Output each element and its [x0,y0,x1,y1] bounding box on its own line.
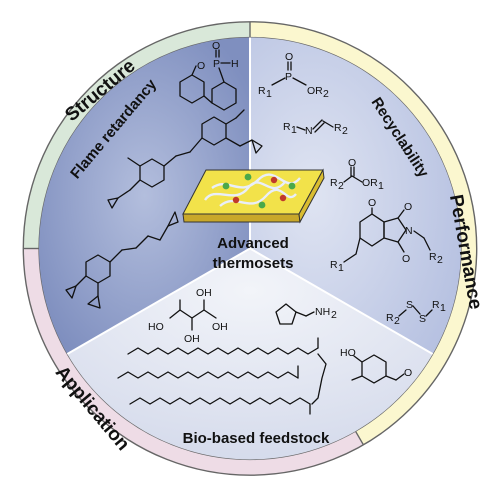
svg-text:NH: NH [315,306,330,318]
sector-recyclability [250,37,461,354]
furfurylamine-structure: NH 2 [275,303,337,325]
svg-text:O: O [212,40,220,52]
svg-text:N: N [305,125,313,137]
sector-label-bio-based: Bio-based feedstock [183,430,330,447]
triglyceride-structure [117,337,327,415]
svg-text:R: R [258,85,266,97]
center-title-line2: thermosets [213,255,294,272]
svg-text:P: P [285,71,292,83]
svg-text:O: O [404,201,412,213]
svg-text:N: N [405,225,413,237]
svg-text:R: R [330,259,338,271]
thermoset-chip [182,168,325,224]
svg-text:2: 2 [437,254,443,266]
svg-text:O: O [285,51,293,63]
sector-flame-retardancy [39,37,251,354]
dopo-structure: O P H O [179,40,239,111]
imine-epoxy-structure [107,109,263,209]
svg-text:OR: OR [307,85,323,97]
svg-text:P: P [213,58,220,70]
svg-text:O: O [197,60,205,72]
svg-text:S: S [406,299,413,311]
svg-text:OH: OH [212,321,228,333]
ring-structure [23,21,250,249]
svg-text:R: R [429,251,437,263]
citric-acid-structure: HO OH OH OH [148,287,228,345]
svg-text:HO: HO [148,321,164,333]
svg-text:O: O [348,157,356,169]
svg-text:OH: OH [196,287,212,299]
svg-text:H: H [231,58,239,70]
diels-alder-structure: O O O N R 2 R 1 [330,197,443,274]
vanillin-structure: HO O [340,347,412,384]
acrylate-epoxy-structure [65,211,179,309]
ester-structure: R 2 O OR 1 [330,157,384,192]
svg-text:1: 1 [291,124,297,136]
svg-text:R: R [283,121,291,133]
svg-text:R: R [334,122,342,134]
svg-text:R: R [330,177,338,189]
svg-text:1: 1 [378,180,384,192]
svg-text:HO: HO [340,347,356,359]
svg-text:R: R [432,299,440,311]
phosphonate-structure: R 1 P O OR 2 [258,51,329,100]
svg-text:OH: OH [184,333,200,345]
svg-text:O: O [404,367,412,379]
svg-text:S: S [419,313,426,325]
svg-text:1: 1 [338,262,344,274]
svg-text:2: 2 [338,180,344,192]
svg-text:2: 2 [394,315,400,327]
svg-text:R: R [386,312,394,324]
center-title-line1: Advanced [217,235,289,252]
svg-text:1: 1 [266,88,272,100]
svg-text:O: O [368,197,376,209]
imine-structure: R 1 N R 2 [283,119,348,137]
disulfide-structure: R 2 S S R 1 [386,299,446,327]
ring-application [23,248,364,476]
svg-text:O: O [402,253,410,265]
sector-bio-based [67,248,433,460]
svg-text:2: 2 [323,88,329,100]
svg-text:2: 2 [342,125,348,137]
svg-text:1: 1 [440,302,446,314]
svg-text:OR: OR [362,177,378,189]
svg-text:2: 2 [331,309,337,321]
